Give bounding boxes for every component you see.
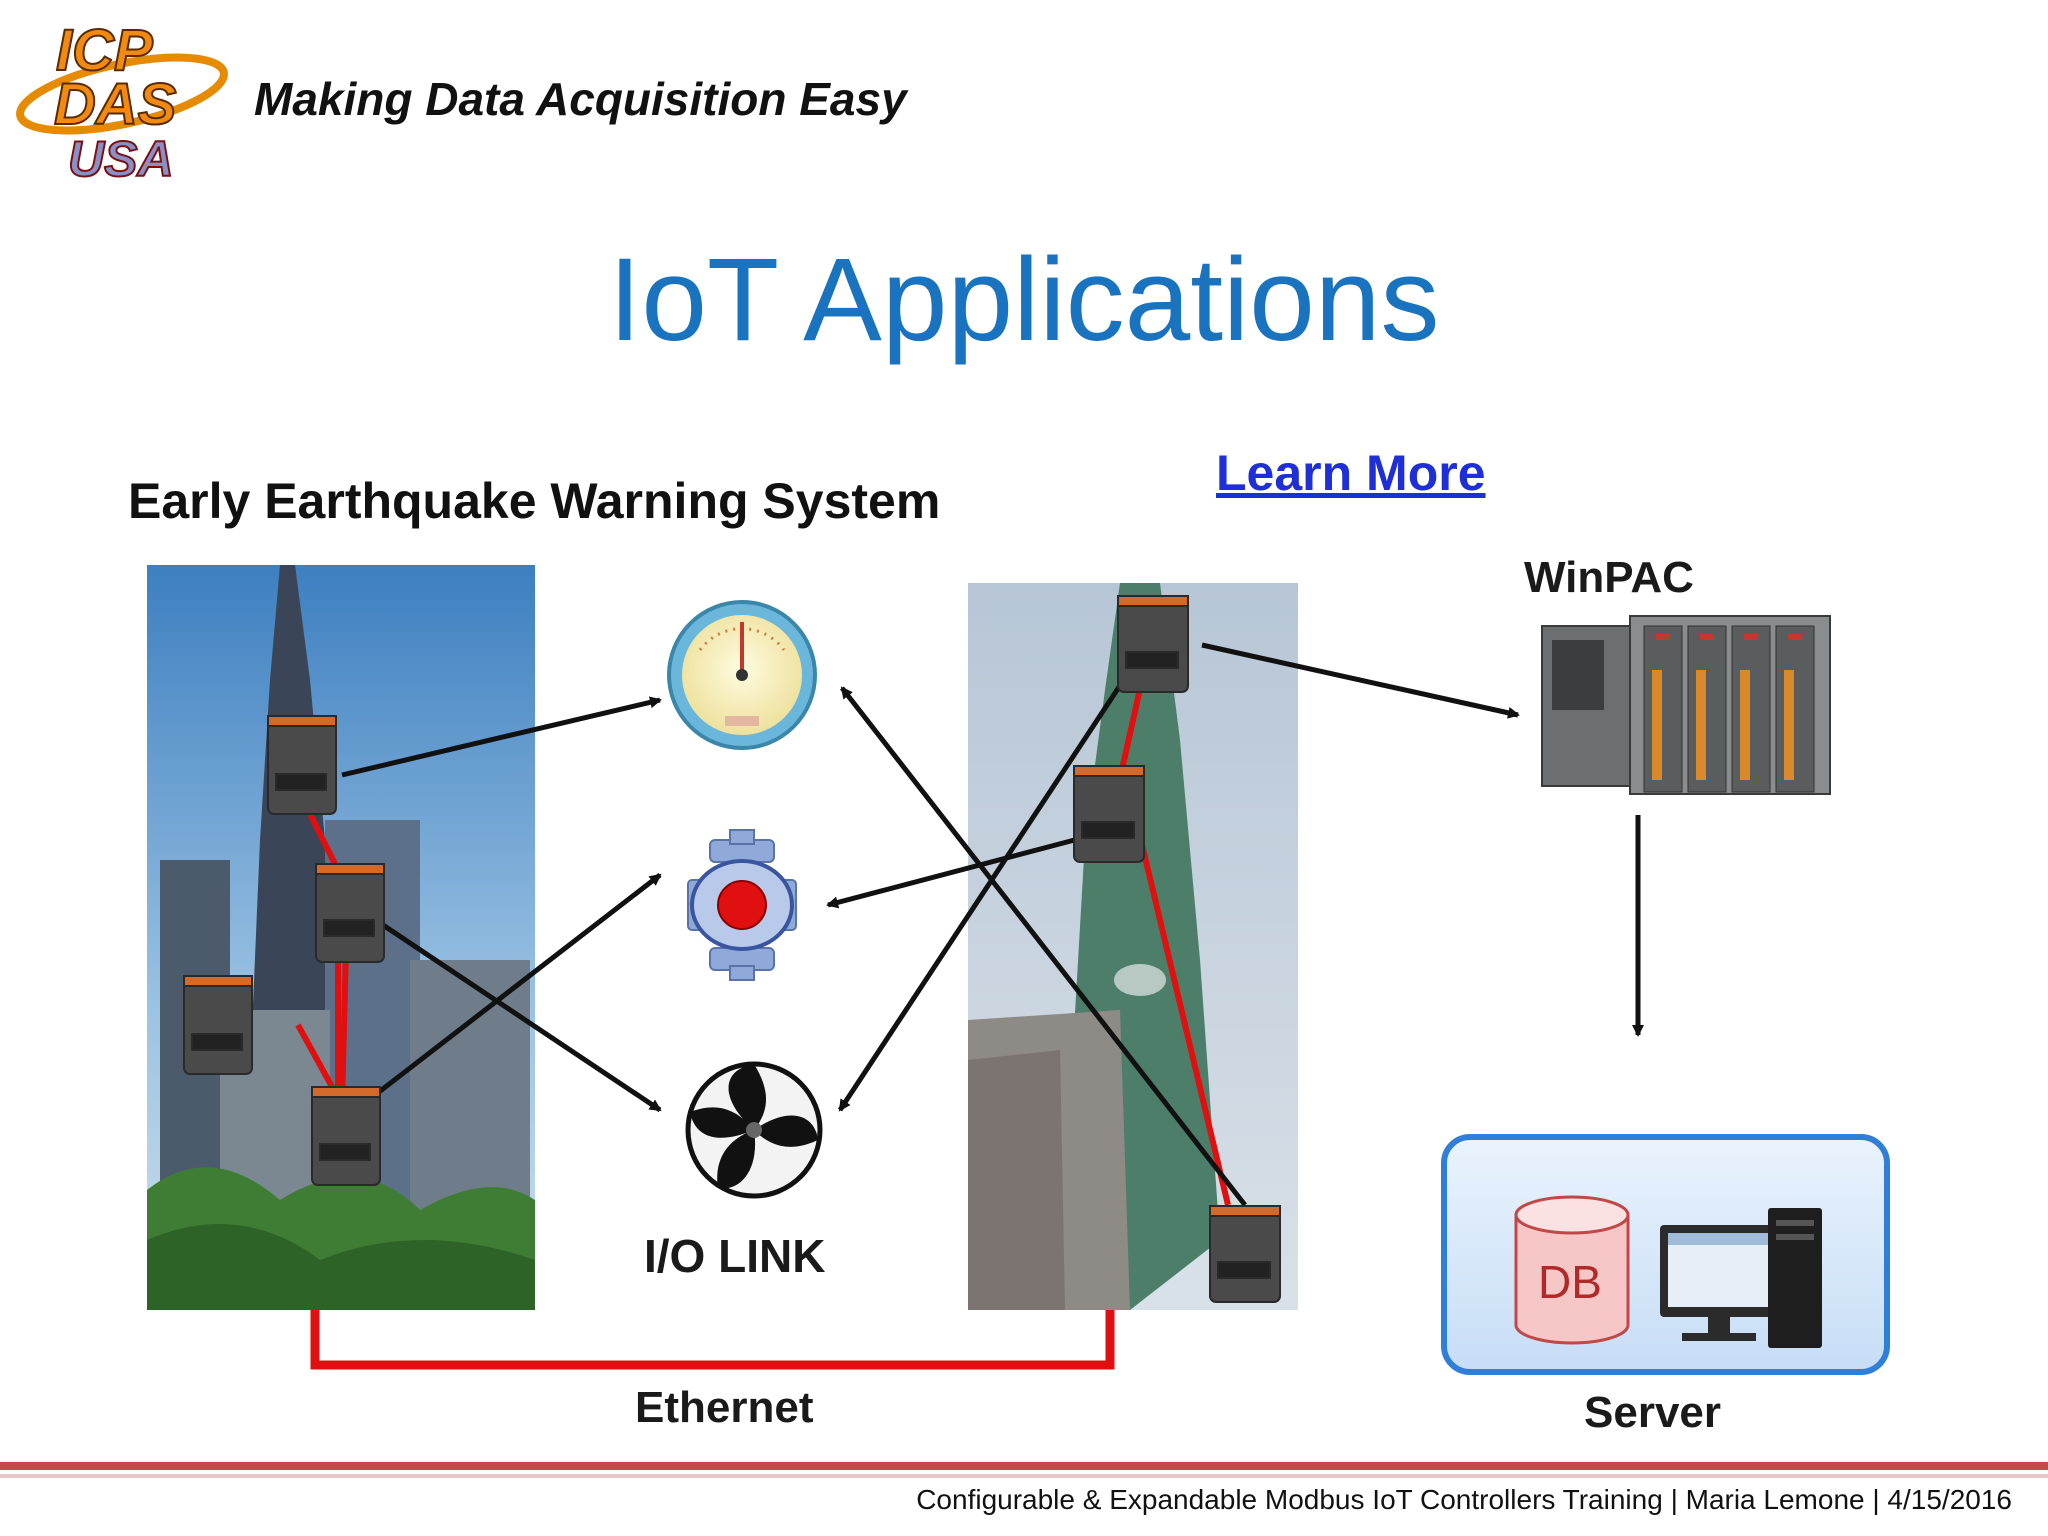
- winpac-controller: WinPAC: [1524, 553, 1831, 795]
- fan-icon: [685, 1061, 823, 1199]
- footer-text: Configurable & Expandable Modbus IoT Con…: [916, 1484, 2012, 1515]
- winpac-label: WinPAC: [1524, 553, 1694, 602]
- server-label: Server: [1584, 1388, 1721, 1437]
- module-left-3: [183, 975, 253, 1075]
- footer-divider: [0, 1462, 2048, 1470]
- valve-icon: [687, 829, 797, 981]
- gauge-icon: [667, 600, 817, 750]
- left-building-photo: [147, 565, 535, 1310]
- earthquake-warning-diagram: I/O LINK Ethernet WinPAC DB: [147, 553, 1890, 1437]
- icpdas-usa-logo: ICP DAS USA: [16, 17, 228, 187]
- slide-subtitle: Early Earthquake Warning System: [128, 473, 941, 529]
- ethernet-label: Ethernet: [635, 1383, 814, 1432]
- module-right-1: [1117, 595, 1189, 693]
- module-left-4: [311, 1086, 381, 1186]
- tagline: Making Data Acquisition Easy: [254, 73, 907, 125]
- db-label: DB: [1538, 1256, 1602, 1308]
- ethernet-line: [310, 1310, 1115, 1370]
- arrows: [341, 638, 1644, 1207]
- logo-line-1: ICP: [56, 18, 153, 83]
- right-building-photo: [968, 583, 1298, 1310]
- learn-more-link[interactable]: Learn More: [1216, 445, 1486, 501]
- module-right-3: [1209, 1205, 1281, 1303]
- io-link-label: I/O LINK: [644, 1230, 825, 1282]
- slide-title: IoT Applications: [608, 234, 1440, 366]
- db-icon: DB: [1514, 1195, 1630, 1345]
- footer-divider-light: [0, 1474, 2048, 1478]
- module-right-2: [1073, 765, 1145, 863]
- sensor-modules: [183, 595, 1281, 1303]
- computer-icon: [1660, 1208, 1822, 1348]
- module-left-1: [267, 715, 337, 815]
- module-left-2: [315, 863, 385, 963]
- logo-line-2: DAS: [54, 72, 177, 137]
- server-box: DB Server: [1441, 1134, 1890, 1437]
- logo-line-3: USA: [68, 131, 174, 187]
